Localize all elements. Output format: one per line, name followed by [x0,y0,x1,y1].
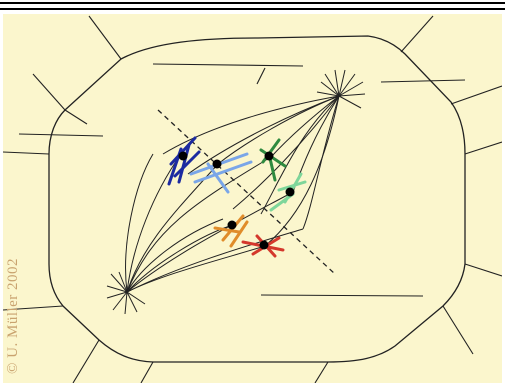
header-rule-bottom [0,8,505,10]
membrane-fragments [18,63,466,297]
neighbor-cell-walls [3,15,502,383]
copyright-notice: © U. Müller 2002 [5,257,21,374]
diagram-panel: © U. Müller 2002 [3,14,502,383]
spindle-pole-lower [106,271,146,315]
header-rule-top [0,2,505,4]
centromeres [178,151,295,250]
chromosome-light-green [269,172,307,212]
chromosome-light-blue [189,152,253,194]
chromosome-dark-blue [167,136,201,186]
metaphase-plate [157,109,336,275]
spindle-pole-upper [316,69,366,109]
spindle-fibers [125,95,340,293]
cell-membrane [48,35,466,363]
mitosis-diagram [3,15,502,383]
